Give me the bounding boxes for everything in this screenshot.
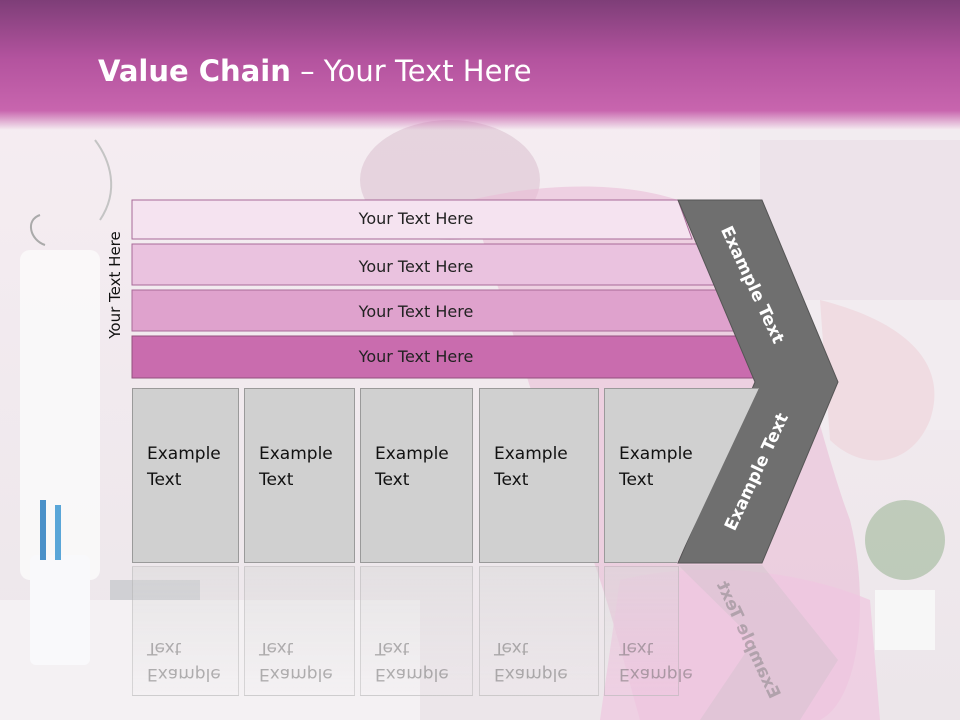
bar-1 [131, 199, 693, 240]
bar-3-label: Your Text Here [358, 302, 474, 321]
bar-4-label: Your Text Here [358, 347, 474, 366]
page-title: Value Chain – Your Text Here [98, 54, 532, 88]
bar-2-label: Your Text Here [358, 257, 474, 276]
header-band [0, 0, 960, 130]
title-rest: – Your Text Here [290, 54, 532, 88]
title-bold: Value Chain [98, 54, 291, 88]
bar-1-label: Your Text Here [358, 209, 474, 228]
chevron-reflection [678, 565, 838, 720]
